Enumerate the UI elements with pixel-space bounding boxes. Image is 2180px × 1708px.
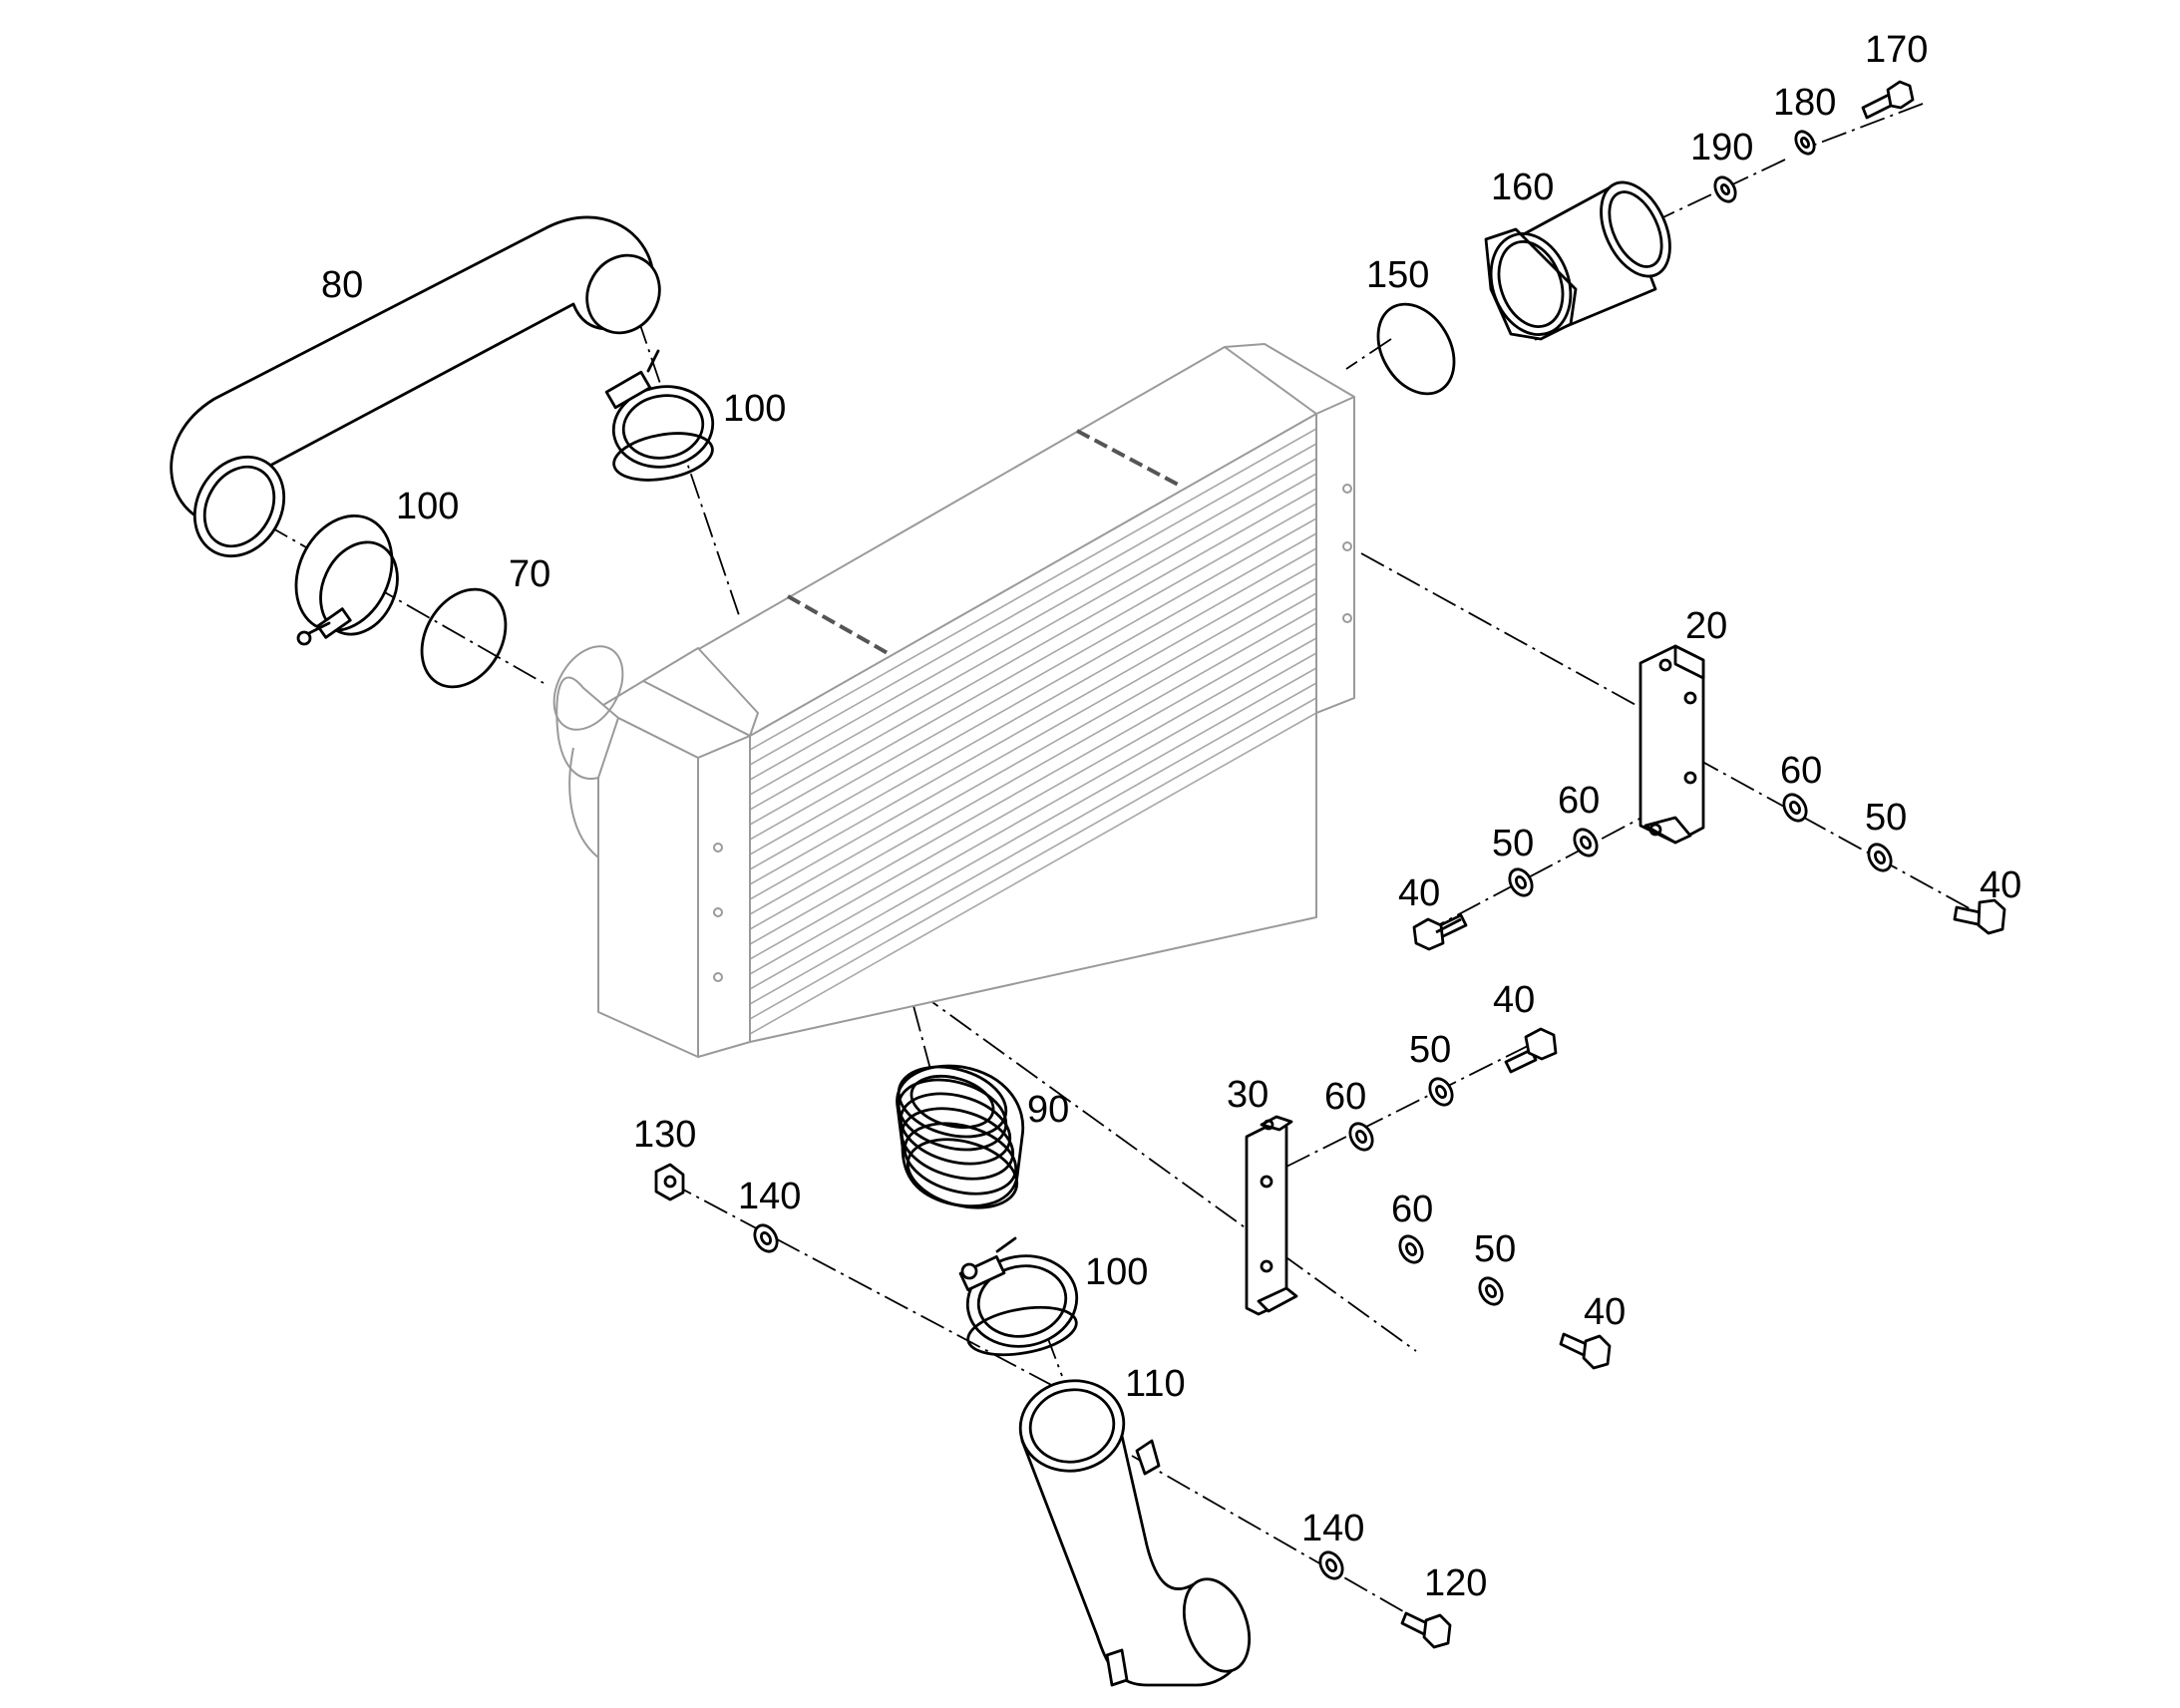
hose-clamp-100-left [294,513,399,646]
callout-160: 160 [1491,167,1554,208]
callout-40-upper: 40 [1493,979,1535,1021]
washer-60-upper [1348,1122,1374,1152]
callout-50-mid: 50 [1492,823,1534,864]
callout-50-right: 50 [1865,797,1907,839]
callout-labels: 170 180 190 160 150 80 100 100 70 20 60 … [321,29,2021,1604]
callout-180: 180 [1773,82,1836,124]
callout-60-right: 60 [1780,750,1822,792]
callout-100-lower: 100 [1085,1251,1148,1293]
callout-70: 70 [509,553,550,595]
o-ring-150 [1376,302,1456,396]
washer-50-right [1867,843,1893,872]
callout-100-left: 100 [396,486,459,527]
callout-40-lower: 40 [1584,1291,1626,1333]
callout-20: 20 [1685,605,1727,647]
charge-air-pipe-80 [170,215,661,558]
bolt-120 [1400,1611,1452,1649]
bolt-40-lower [1559,1332,1612,1370]
callout-60-lower: 60 [1391,1189,1433,1230]
callout-130: 130 [633,1114,696,1156]
o-ring-70 [420,587,508,689]
callout-50-upper: 50 [1409,1029,1451,1071]
callout-50-lower: 50 [1474,1228,1516,1270]
callout-110: 110 [1125,1363,1186,1405]
nut-130 [654,1163,685,1201]
flange-pipe-160 [1484,180,1671,341]
hose-clamp-100-lower [958,1236,1079,1357]
washer-60-mid [1573,828,1599,857]
callout-190: 190 [1690,127,1753,169]
charge-air-pipe-110 [1018,1379,1252,1687]
bolt-40-right [1953,898,2006,935]
washer-180 [1794,130,1816,156]
callout-170: 170 [1865,29,1928,71]
washer-190 [1713,175,1737,203]
washer-50-upper [1428,1077,1454,1107]
washer-50-lower [1478,1276,1504,1306]
callout-60-upper: 60 [1324,1076,1366,1118]
callout-90: 90 [1027,1089,1069,1131]
callout-140-left: 140 [738,1176,801,1217]
washer-140-left [753,1223,779,1253]
bolt-40-upper [1504,1027,1558,1074]
callout-40-right: 40 [1980,864,2021,906]
bellows-hose-90 [896,1064,1025,1209]
callout-100-upper: 100 [723,388,786,430]
washer-50-mid [1508,867,1534,897]
callout-140-right: 140 [1301,1508,1364,1549]
washer-140-right [1318,1550,1344,1580]
cooling-fins [749,428,1317,1035]
callout-150: 150 [1366,254,1429,296]
hose-clamp-100-upper [604,349,715,482]
callout-30: 30 [1227,1074,1269,1116]
bolt-40-left [1435,917,1462,934]
washer-60-lower [1398,1234,1424,1264]
bolt-170 [1861,80,1915,120]
bracket-20 [1638,644,1705,845]
washer-60-right [1782,793,1808,823]
callout-120: 120 [1424,1562,1487,1604]
callout-80: 80 [321,264,363,306]
callout-60-mid: 60 [1558,780,1600,822]
intercooler-core [552,343,1355,1058]
bracket-30 [1245,1115,1298,1316]
callout-40-mid: 40 [1398,872,1440,914]
